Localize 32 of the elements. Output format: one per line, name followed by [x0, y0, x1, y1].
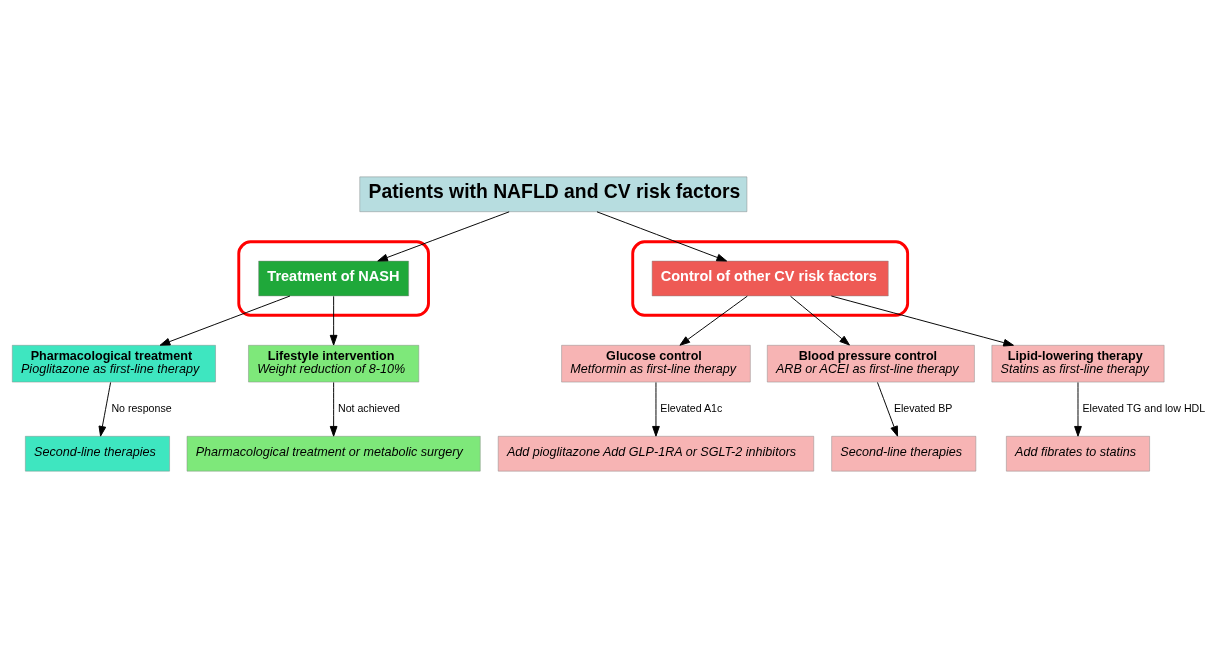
node-box: Add pioglitazone Add GLP-1RA or SGLT-2 inhibitors — [497, 436, 814, 472]
node-box: Glucose control Metformin as first-line therapy — [561, 345, 751, 383]
arrow — [159, 295, 291, 346]
node-box: Second-line therapies — [831, 436, 977, 472]
arrow — [652, 382, 660, 437]
node-box: Lipid-lowering therapy Statins as first-line therapy — [991, 345, 1165, 383]
edge-label: Elevated BP — [893, 401, 953, 414]
cluster — [237, 240, 430, 317]
node-box: Lifestyle intervention Weight reduction of 8-10% — [248, 345, 420, 383]
arrow — [830, 295, 1014, 347]
edge-label: Not achieved — [337, 401, 400, 414]
edge-label: No response — [111, 401, 172, 414]
arrow — [329, 295, 338, 346]
node-box: Add fibrates to statins — [1006, 436, 1150, 472]
arrow — [377, 211, 510, 262]
arrow — [329, 382, 338, 437]
edge-label: Elevated A1c — [660, 401, 723, 414]
arrow — [790, 295, 850, 346]
edge-label: Elevated TG and low HDL — [1082, 401, 1206, 414]
node-box: Second-line therapies — [25, 436, 170, 472]
node-box: Treatment of NASH — [258, 260, 409, 297]
node-box: Blood pressure control ARB or ACEI as first-line therapy — [767, 345, 975, 383]
cluster — [631, 240, 910, 317]
node-box: Control of other CV risk factors — [651, 260, 889, 297]
node-box: Pharmacological treatment or metabolic surgery — [186, 436, 481, 472]
arrow — [877, 382, 899, 437]
arrow — [596, 211, 728, 262]
arrow — [679, 295, 748, 346]
arrow — [1074, 382, 1082, 437]
node-box: Pharmacological treatment Pioglitazone as first-line therapy — [12, 345, 216, 383]
node-box: Patients with NAFLD and CV risk factors — [359, 176, 748, 212]
arrow — [98, 382, 112, 437]
